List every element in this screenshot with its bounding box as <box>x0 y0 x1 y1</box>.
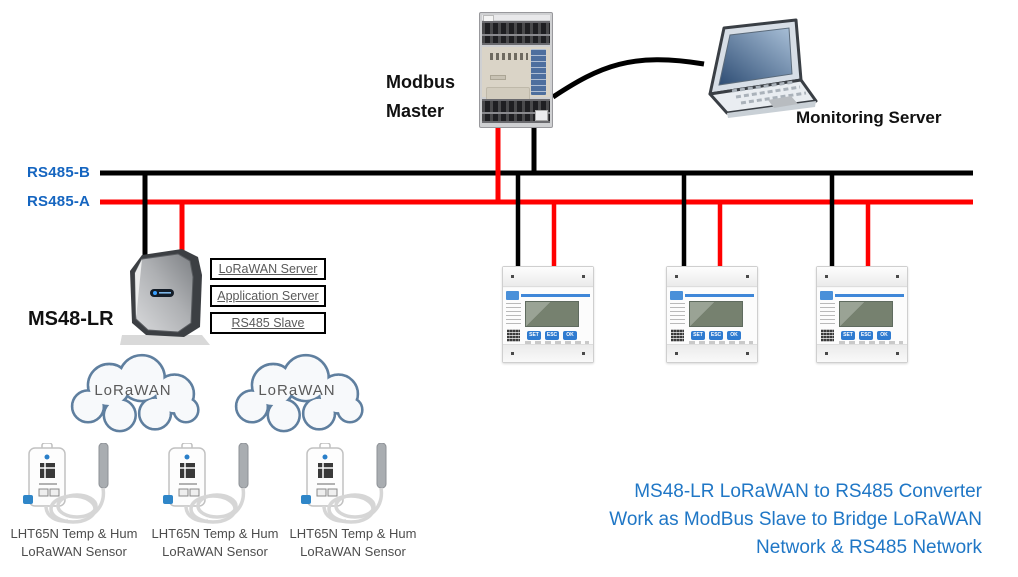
meter-set-button[interactable]: SET <box>527 331 541 340</box>
meter-brand-logo <box>670 291 683 300</box>
plc-status-panel <box>531 49 546 95</box>
plc-port <box>535 110 548 121</box>
modbus-master-label-line2: Master <box>386 101 445 121</box>
meter-qr-code <box>671 329 684 342</box>
meter-accent-line <box>521 294 590 297</box>
modbus-master-plc <box>479 12 553 128</box>
lorawan-cloud-2 <box>234 353 364 433</box>
sensor-3-icon <box>301 443 387 524</box>
meter-spec-text <box>506 303 521 327</box>
gateway-bevel <box>135 259 142 319</box>
meter-serial-text <box>689 341 753 344</box>
meter-accent-line <box>685 294 754 297</box>
gateway-logo-dot <box>153 291 157 295</box>
role-box-lorawan-server: LoRaWAN Server <box>210 258 326 280</box>
meter-qr-code <box>821 329 834 342</box>
meter-esc-button[interactable]: ESC <box>859 331 873 340</box>
meter-brand-logo <box>820 291 833 300</box>
meter-ok-button[interactable]: OK <box>727 331 741 340</box>
energy-meter-3: SET ESC OK <box>816 266 908 363</box>
meter-face: SET ESC OK <box>667 288 757 345</box>
sensor-3-label-line2: LoRaWAN Sensor <box>300 544 406 559</box>
laptop-touchpad <box>768 96 798 108</box>
sensor-3-label: LHT65N Temp & Hum LoRaWAN Sensor <box>279 525 427 561</box>
meter-spec-text <box>670 303 685 327</box>
sensor-2-label-line2: LoRaWAN Sensor <box>162 544 268 559</box>
caption-line2: Work as ModBus Slave to Bridge LoRaWAN <box>609 509 982 530</box>
sensor-1-label: LHT65N Temp & Hum LoRaWAN Sensor <box>0 525 148 561</box>
meter-bottom-rail <box>503 344 593 362</box>
modbus-master-label-line1: Modbus <box>386 72 455 92</box>
sensor-2-icon <box>163 443 249 524</box>
gateway-logo-text <box>159 292 171 294</box>
meter-accent-line <box>835 294 904 297</box>
role-box-application-server: Application Server <box>210 285 326 307</box>
gateway-base <box>120 335 210 345</box>
meter-lcd-display <box>689 301 743 327</box>
meter-top-rail <box>667 267 757 287</box>
meter-brand-logo <box>506 291 519 300</box>
meter-top-rail <box>817 267 907 287</box>
meter-lcd-display <box>525 301 579 327</box>
role-box-rs485-slave: RS485 Slave <box>210 312 326 334</box>
meter-esc-button[interactable]: ESC <box>545 331 559 340</box>
sensor-1-label-line2: LoRaWAN Sensor <box>21 544 127 559</box>
meter-set-button[interactable]: SET <box>841 331 855 340</box>
energy-meter-2: SET ESC OK <box>666 266 758 363</box>
rs485-b-label: RS485-B <box>27 164 91 181</box>
meter-top-rail <box>503 267 593 287</box>
plc-top-strip <box>482 15 550 20</box>
meter-qr-code <box>507 329 520 342</box>
sensor-2-label: LHT65N Temp & Hum LoRaWAN Sensor <box>141 525 289 561</box>
caption-line3: Network & RS485 Network <box>756 537 982 558</box>
plc-slot <box>490 75 506 80</box>
meter-bottom-rail <box>667 344 757 362</box>
gateway-label: MS48-LR <box>28 308 114 330</box>
lorawan-cloud-1 <box>70 353 200 433</box>
plc-body <box>482 47 550 103</box>
meter-face: SET ESC OK <box>503 288 593 345</box>
energy-meter-1: SET ESC OK <box>502 266 594 363</box>
meter-esc-button[interactable]: ESC <box>709 331 723 340</box>
monitoring-server-label: Monitoring Server <box>796 108 942 127</box>
meter-bottom-rail <box>817 344 907 362</box>
cloud-1-label: LoRaWAN <box>94 382 172 399</box>
meter-serial-text <box>839 341 903 344</box>
laptop-keys <box>731 80 807 105</box>
meter-set-button[interactable]: SET <box>691 331 705 340</box>
meter-face: SET ESC OK <box>817 288 907 345</box>
meter-serial-text <box>525 341 589 344</box>
rs485-a-label: RS485-A <box>27 193 91 210</box>
plc-vent <box>490 53 528 60</box>
plc-to-laptop-cable <box>551 57 705 100</box>
meter-ok-button[interactable]: OK <box>563 331 577 340</box>
laptop-icon <box>708 18 818 118</box>
sensor-1-icon <box>23 443 109 524</box>
plc-terminal-top <box>482 21 550 45</box>
meter-ok-button[interactable]: OK <box>877 331 891 340</box>
caption-line1: MS48-LR LoRaWAN to RS485 Converter <box>634 481 982 502</box>
laptop-front-edge <box>727 101 816 118</box>
gateway-icon <box>120 249 210 345</box>
meter-lcd-display <box>839 301 893 327</box>
modbus-master-label: Modbus Master <box>386 68 455 126</box>
laptop-screen <box>718 27 793 86</box>
sensor-1-label-line1: LHT65N Temp & Hum <box>10 526 138 541</box>
cloud-2-label: LoRaWAN <box>258 382 336 399</box>
meter-spec-text <box>820 303 835 327</box>
diagram-caption: MS48-LR LoRaWAN to RS485 Converter Work … <box>462 478 982 562</box>
sensor-3-label-line1: LHT65N Temp & Hum <box>289 526 417 541</box>
sensor-2-label-line1: LHT65N Temp & Hum <box>151 526 279 541</box>
